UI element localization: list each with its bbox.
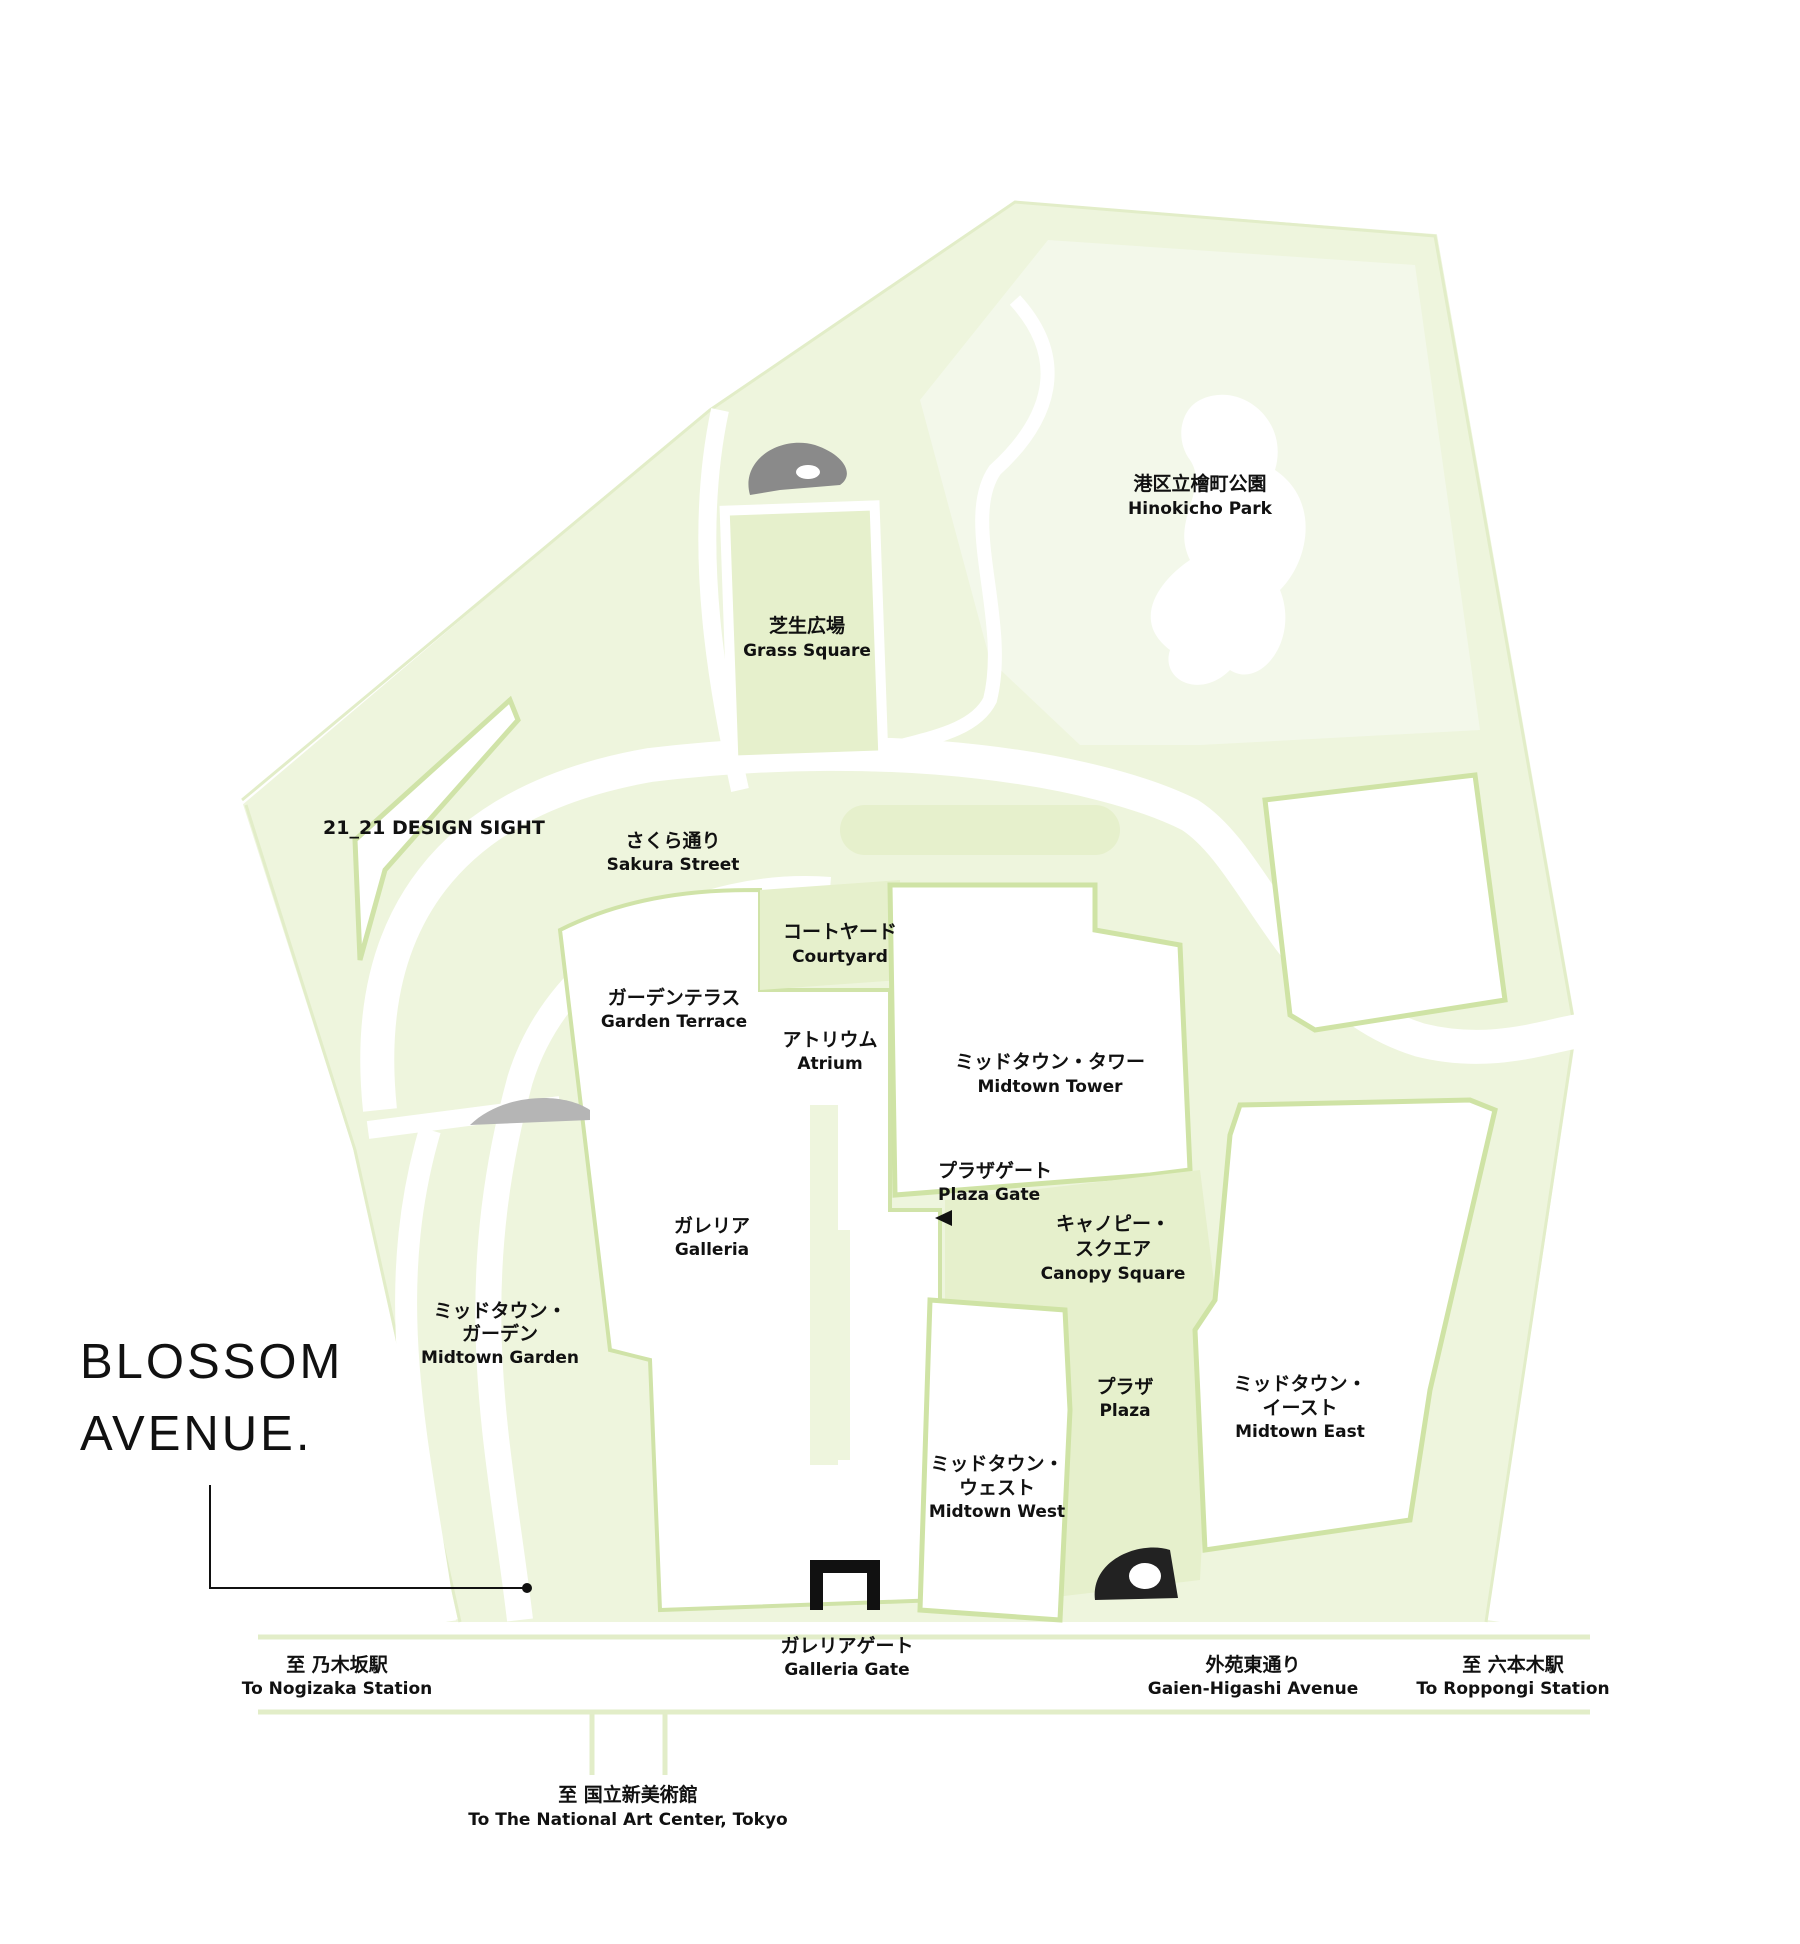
midtown-tower-building	[887, 882, 1193, 1198]
label-nogizaka-en: To Nogizaka Station	[242, 1679, 432, 1699]
label-gaien-ja: 外苑東通り	[1205, 1653, 1300, 1676]
label-east-ja-1: ミッドタウン・	[1233, 1373, 1366, 1395]
label-tower-en: Midtown Tower	[977, 1077, 1123, 1097]
label-nact-ja: 至 国立新美術館	[558, 1783, 698, 1806]
label-hinokicho-ja: 港区立檜町公園	[1133, 472, 1266, 495]
blossom-avenue-pointer	[209, 1485, 527, 1589]
grass-square	[719, 500, 889, 766]
brand-line-1: BLOSSOM	[80, 1335, 343, 1389]
design-sight-building	[352, 695, 521, 961]
label-plaza-ja: プラザ	[1096, 1375, 1153, 1398]
label-galleria-en: Galleria	[675, 1240, 749, 1260]
label-west-ja-2: ウェスト	[959, 1477, 1035, 1499]
label-west-ja-1: ミッドタウン・	[930, 1453, 1063, 1475]
label-garden-terrace-ja: ガーデンテラス	[608, 986, 741, 1009]
label-garden-ja-2: ガーデン	[462, 1322, 538, 1345]
label-galleria-gate-ja: ガレリアゲート	[780, 1635, 913, 1657]
label-grass-ja: 芝生広場	[769, 614, 845, 637]
courtyard-area	[760, 880, 900, 990]
park-path	[856, 295, 1055, 767]
dark-sculpture-hole	[1129, 1563, 1161, 1589]
label-east-en: Midtown East	[1235, 1422, 1365, 1442]
label-plaza-gate-ja: プラザゲート	[938, 1159, 1052, 1182]
label-courtyard-en: Courtyard	[792, 947, 888, 967]
label-galleria-gate-en: Galleria Gate	[784, 1660, 909, 1680]
boundary-path	[219, 174, 1604, 1624]
label-galleria-ja: ガレリア	[674, 1215, 750, 1237]
midtown-east-building	[1192, 1097, 1498, 1553]
label-sakura-ja: さくら通り	[625, 830, 720, 852]
sakura-street-path	[360, 736, 1591, 1112]
pond	[1150, 394, 1306, 685]
atrium-strip-2	[822, 1230, 850, 1460]
label-canopy-en: Canopy Square	[1041, 1264, 1186, 1284]
label-garden-en: Midtown Garden	[421, 1348, 579, 1368]
midtown-west-building	[917, 1297, 1073, 1623]
grey-roof-north-hole	[796, 465, 820, 479]
label-hinokicho-en: Hinokicho Park	[1128, 499, 1273, 519]
label-canopy-ja-1: キャノピー・	[1056, 1213, 1170, 1235]
label-roppongi-en: To Roppongi Station	[1416, 1679, 1609, 1699]
label-west-en: Midtown West	[929, 1502, 1065, 1522]
label-plaza-gate-en: Plaza Gate	[938, 1185, 1040, 1205]
brand-line-2: AVENUE.	[80, 1407, 312, 1461]
label-nogizaka-ja: 至 乃木坂駅	[286, 1653, 389, 1676]
northeast-building	[1262, 772, 1508, 1033]
label-design-sight: 21_21 DESIGN SIGHT	[323, 817, 545, 839]
garden-path	[395, 1126, 456, 1624]
label-atrium-ja: アトリウム	[782, 1029, 877, 1051]
label-sakura-en: Sakura Street	[607, 855, 740, 875]
label-tower-ja: ミッドタウン・タワー	[955, 1051, 1145, 1073]
label-gaien-en: Gaien-Higashi Avenue	[1148, 1679, 1359, 1699]
label-garden-ja-1: ミッドタウン・	[433, 1300, 566, 1322]
label-courtyard-ja: コートヤード	[783, 921, 897, 943]
blossom-avenue-pointer-dot	[522, 1583, 532, 1593]
label-garden-terrace-en: Garden Terrace	[601, 1012, 747, 1032]
boundary-path-edge	[241, 200, 1577, 1623]
grey-roof-west	[470, 1098, 590, 1125]
label-nact-en: To The National Art Center, Tokyo	[468, 1810, 787, 1830]
label-plaza-en: Plaza	[1099, 1401, 1150, 1421]
plaza-gate-arrow-icon	[935, 1210, 952, 1226]
label-east-ja-2: イースト	[1262, 1397, 1337, 1419]
galleria-gate-icon	[810, 1560, 880, 1610]
label-roppongi-ja: 至 六本木駅	[1462, 1653, 1565, 1676]
label-grass-en: Grass Square	[743, 641, 871, 661]
oval-lawn	[840, 805, 1120, 855]
label-canopy-ja-2: スクエア	[1075, 1238, 1151, 1260]
label-atrium-en: Atrium	[797, 1054, 862, 1074]
